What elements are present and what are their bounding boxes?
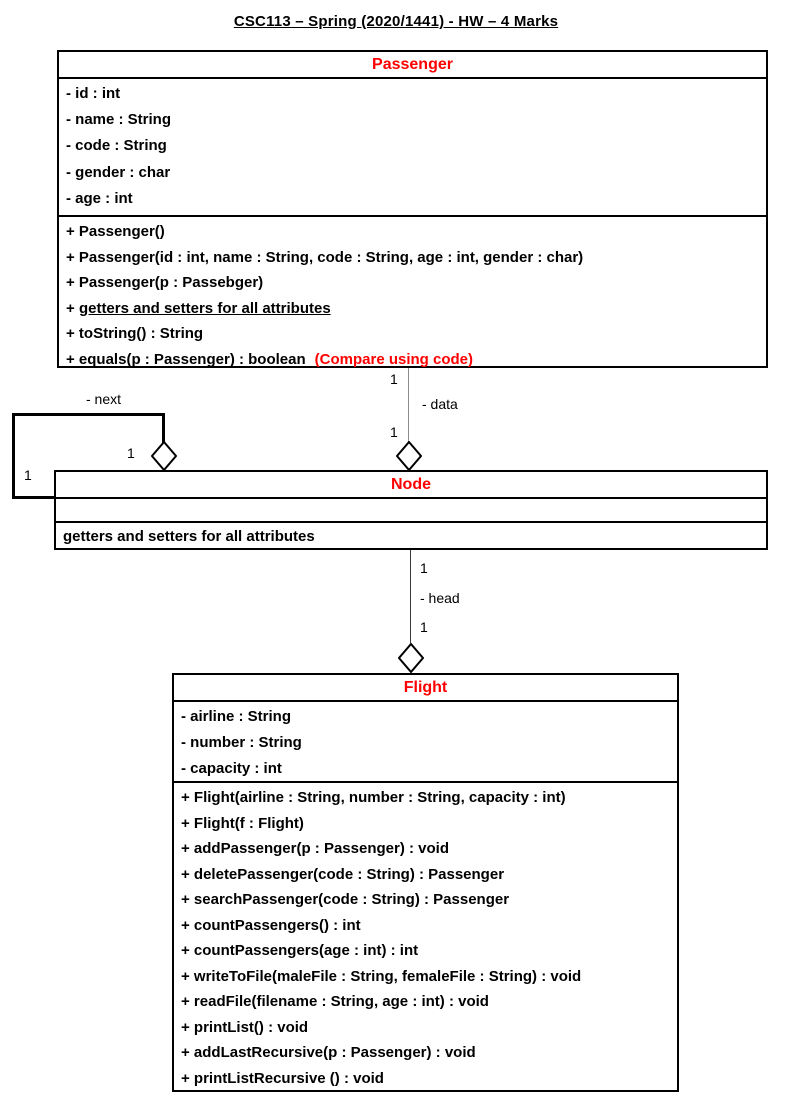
method: + deletePassenger(code : String) : Passe… — [181, 865, 505, 883]
attribute: - airline : String — [181, 708, 292, 725]
class-name-flight: Flight — [174, 675, 677, 702]
passenger-attributes-section: - id : int - name : String - code : Stri… — [59, 79, 766, 217]
relation-label-head: - head — [420, 590, 460, 606]
method-text: + equals(p : Passenger) : boolean — [66, 350, 306, 368]
class-box-flight: Flight - airline : String - number : Str… — [172, 673, 679, 1092]
method-getters-setters: + getters and setters for all attributes — [66, 296, 766, 322]
relation-label-data: - data — [422, 396, 458, 412]
passenger-methods-section: + Passenger() + Passenger(id : int, name… — [59, 217, 766, 374]
method-equals: + equals(p : Passenger) : boolean (Compar… — [66, 347, 766, 373]
method: + searchPassenger(code : String) : Passe… — [181, 891, 510, 908]
relation-line-next-right — [162, 413, 165, 445]
multiplicity-head-upper: 1 — [420, 560, 428, 576]
method: getters and setters for all attributes — [63, 528, 315, 545]
relation-line-head — [410, 550, 411, 643]
multiplicity-data-lower: 1 — [390, 424, 398, 440]
relation-line-next-left — [12, 413, 15, 499]
flight-attributes-section: - airline : String - number : String - c… — [174, 702, 677, 783]
method: + countPassengers() : int — [181, 916, 361, 934]
flight-methods-section: + Flight(airline : String, number : Stri… — [174, 783, 677, 1092]
attribute: - id : int — [66, 85, 121, 102]
method: + readFile(filename : String, age : int)… — [181, 993, 489, 1010]
node-attributes-section — [56, 499, 766, 523]
multiplicity-next-end: 1 — [24, 467, 32, 483]
class-name-passenger: Passenger — [59, 52, 766, 79]
relation-line-data — [408, 368, 409, 442]
multiplicity-head-lower: 1 — [420, 619, 428, 635]
attribute: - number : String — [181, 733, 302, 751]
relation-line-next-top — [12, 413, 165, 416]
method: + countPassengers(age : int) : int — [181, 942, 419, 959]
node-methods-section: getters and setters for all attributes — [56, 523, 766, 550]
attribute: - gender : char — [66, 163, 171, 181]
method: + Passenger(p : Passebger) — [66, 274, 264, 292]
method: + addPassenger(p : Passenger) : void — [181, 840, 450, 857]
method: + toString() : String — [66, 325, 204, 343]
class-box-passenger: Passenger - id : int - name : String - c… — [57, 50, 768, 368]
method: + Flight(airline : String, number : Stri… — [181, 789, 566, 806]
attribute: - capacity : int — [181, 759, 282, 777]
attribute: - code : String — [66, 137, 167, 155]
method-note: (Compare using code) — [314, 350, 474, 368]
method: + Passenger() — [66, 223, 165, 240]
method-underlined-text: getters and setters for all attributes — [78, 299, 331, 317]
multiplicity-data-upper: 1 — [390, 371, 398, 387]
aggregation-diamond-icon — [397, 642, 425, 674]
class-box-node: Node getters and setters for all attribu… — [54, 470, 768, 550]
aggregation-diamond-icon — [150, 440, 178, 472]
method-prefix: + — [66, 299, 79, 317]
method: + addLastRecursive(p : Passenger) : void — [181, 1044, 476, 1061]
method: + Passenger(id : int, name : String, cod… — [66, 248, 584, 266]
relation-line-next-bottom — [12, 496, 56, 499]
method: + Flight(f : Flight) — [181, 814, 304, 832]
attribute: - age : int — [66, 189, 133, 207]
class-name-node: Node — [56, 472, 766, 499]
aggregation-diamond-icon — [395, 440, 423, 472]
relation-label-next: - next — [86, 391, 122, 407]
attribute: - name : String — [66, 111, 172, 129]
multiplicity-next-diamond: 1 — [127, 445, 135, 461]
method: + printList() : void — [181, 1018, 309, 1036]
method: + printListRecursive () : void — [181, 1069, 384, 1087]
page-title: CSC113 – Spring (2020/1441) - HW – 4 Mar… — [233, 13, 559, 30]
method: + writeToFile(maleFile : String, femaleF… — [181, 967, 582, 985]
